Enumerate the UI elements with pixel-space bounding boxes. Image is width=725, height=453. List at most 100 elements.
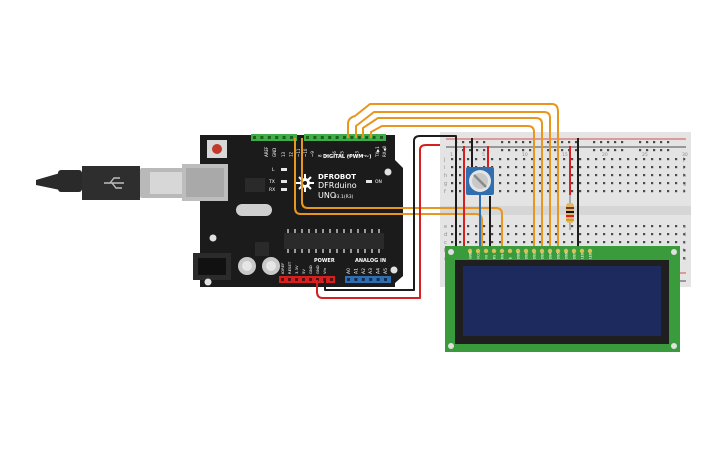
digital-pin-label: ~10 [303,148,308,157]
lcd-pin[interactable] [467,248,473,254]
bb-col-number: 20 [602,152,608,158]
bb-row-label: i [444,165,445,171]
lcd-pin-label: DB4 [549,252,553,259]
lcd-pin-label: V0 [485,255,489,259]
reset-button-icon[interactable] [207,140,227,158]
bb-row-label: f [683,189,685,195]
lcd-pin[interactable] [531,248,537,254]
board-model-line2: UNO [318,191,336,200]
wire-d2[interactable] [370,125,535,252]
lcd-pin-label: DB7 [573,252,577,259]
bb-row-label: a [683,256,686,262]
bb-row-label: i [683,165,684,171]
lcd-pin[interactable] [579,248,585,254]
wire-d11[interactable] [301,138,503,252]
digital-pin-label: 4 [347,154,352,157]
lcd-pin[interactable] [587,248,593,254]
bb-row-label: h [444,173,447,179]
digital-pin-label: 13 [281,151,286,157]
wire-d4[interactable] [355,111,551,252]
wire-d3[interactable] [362,117,543,252]
mount-hole [209,234,217,242]
digital-header-left[interactable] [251,134,297,141]
lcd-pin[interactable] [563,248,569,254]
lcd-pin-label: DB6 [565,252,569,259]
wire-5v[interactable] [316,144,440,299]
led-rx [281,188,287,191]
lcd-pin-label: RW [501,253,505,259]
power-header-label: POWER [314,258,335,264]
label-l: L [272,167,275,173]
label-gnd: GND [272,148,277,157]
resistor-icon [566,195,574,230]
usb-cable-icon [36,166,184,200]
digital-pin-label: 12 [288,151,293,157]
lcd-pin-label: DB5 [557,252,561,259]
lcd-pin-label: DB2 [533,252,537,259]
power-pin-label: Vin [322,267,327,274]
arduino-board: DFROBOT DFRduino UNO v3.1(R3) ON L TX RX… [182,134,403,287]
analog-header[interactable] [345,276,391,283]
digital-pin-label: ~3 [354,151,359,157]
potentiometer-icon[interactable] [466,167,494,195]
power-header[interactable] [279,276,335,283]
wire-d12[interactable] [294,138,483,252]
bb-row-label: h [683,173,686,179]
lcd-pin[interactable] [547,248,553,254]
analog-pin-label: A5 [383,268,389,274]
lcd-pin-label: DB3 [541,252,545,259]
digital-pin-label: 7 [325,154,330,157]
bb-col-number: 10 [522,152,528,158]
microcontroller [284,233,384,249]
lcd-pin[interactable] [475,248,481,254]
lcd-pin[interactable] [499,248,505,254]
digital-header-label: DIGITAL (PWM ~) [323,154,371,160]
bb-row-label: e [683,224,686,230]
mount-hole [204,278,212,286]
bb-row-label: c [683,240,686,246]
usb-chip [245,178,265,192]
analog-pin-label: A1 [353,268,359,274]
digital-pin-label: ~11 [296,148,301,157]
label-txrx: TX▶1 [375,146,380,158]
lcd-pin-label: DB1 [525,252,529,259]
digital-pin-label: 2 [362,154,367,157]
power-pin-label: IOREF [280,263,285,274]
bb-row-label: c [444,240,447,246]
bb-row-label: e [444,224,447,230]
bb-row-label: g [683,181,686,187]
power-pin-label: RESET [287,261,292,274]
lcd-pin[interactable] [515,248,521,254]
analog-pin-label: A4 [376,268,382,274]
power-pin-label: GND [308,265,313,274]
board-brand: DFROBOT [318,173,356,181]
digital-pin-label: ~5 [340,151,345,157]
mount-hole [384,168,392,176]
lcd-pin[interactable] [507,248,513,254]
lcd-pin[interactable] [491,248,497,254]
bb-row-label: g [444,181,447,187]
bb-col-number: 30 [682,152,688,158]
bb-col-number: 1 [450,152,453,158]
lcd-pin[interactable] [523,248,529,254]
lcd-pin-label: DB0 [517,252,521,259]
lcd-pin[interactable] [483,248,489,254]
lcd-pin[interactable] [571,248,577,254]
mount-hole [390,266,398,274]
bb-row-label: j [682,157,684,163]
lcd-pin-label: VCC [477,252,481,259]
lcd-pin[interactable] [555,248,561,254]
lcd-pin[interactable] [539,248,545,254]
wire-gnd[interactable] [324,135,457,291]
board-model-line1: DFRduino [318,181,357,190]
led-on [366,180,372,183]
bb-row-label: f [444,189,446,195]
label-rx: RX [269,187,275,193]
bb-row-label: d [444,232,447,238]
label-on: ON [375,179,382,185]
lcd-pin-label: LED [589,252,593,259]
lcd-pin-label: LED [581,252,585,259]
wire-d5[interactable] [347,103,559,252]
label-aref: AREF [264,146,269,157]
